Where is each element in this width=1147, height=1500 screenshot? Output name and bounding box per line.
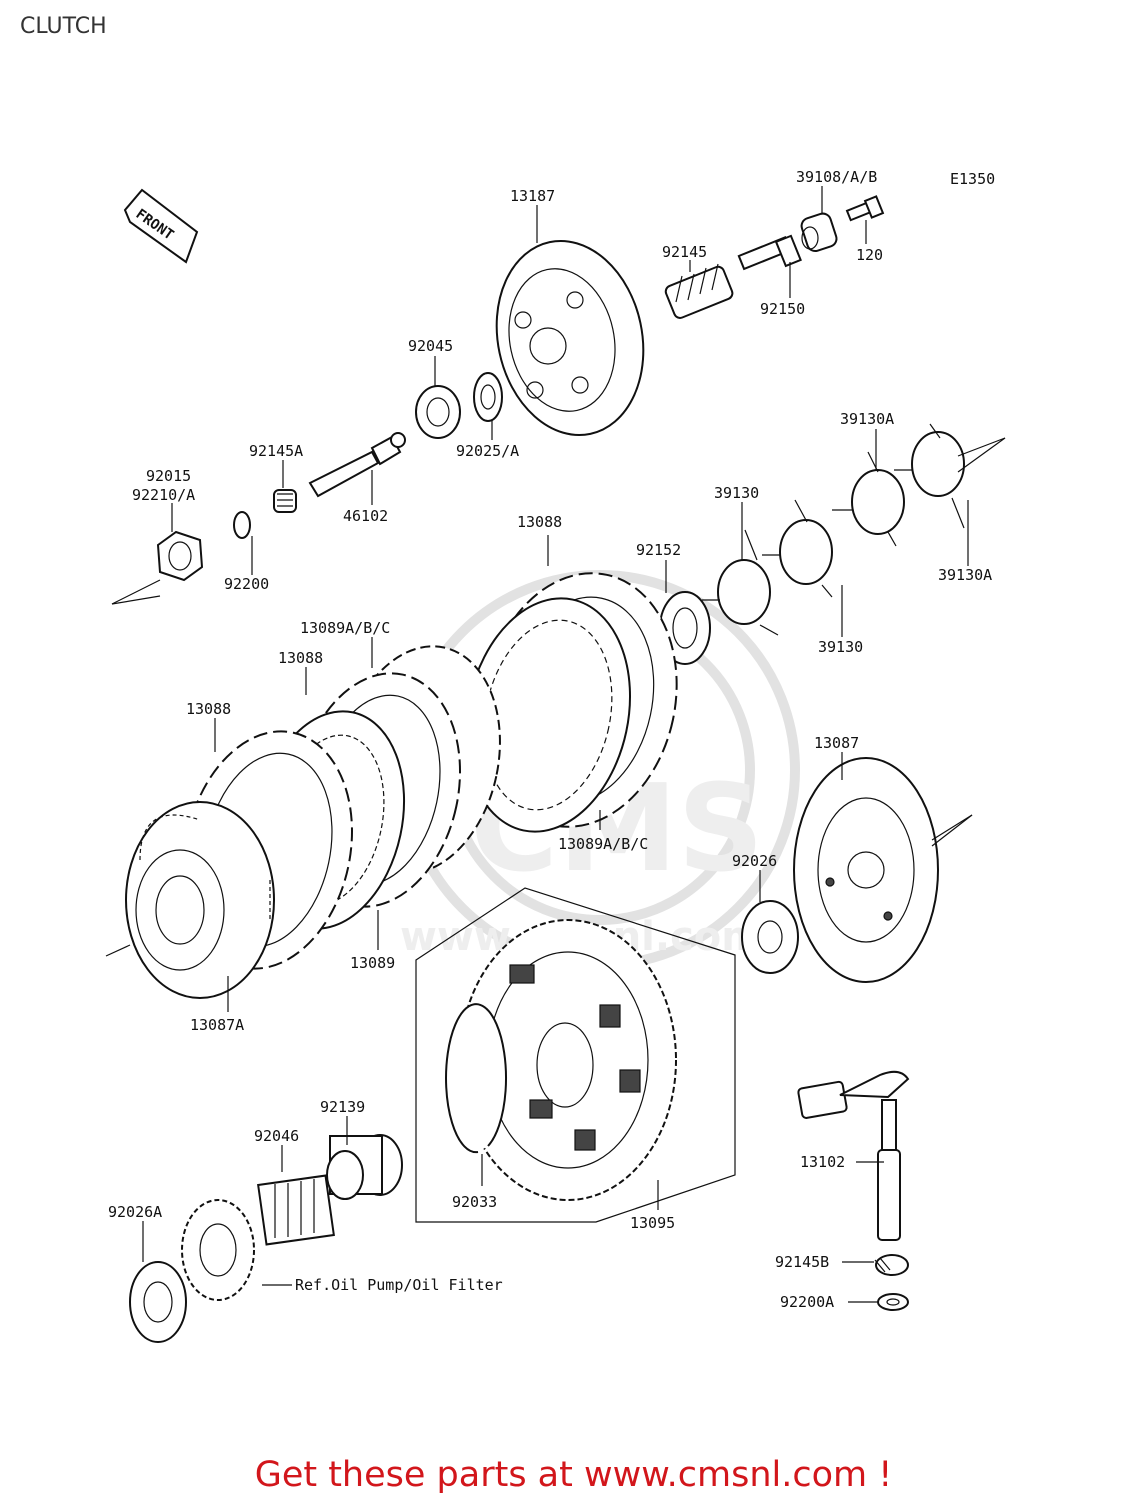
callout-13095: 13095 (630, 1214, 675, 1232)
callout-92145: 92145 (662, 243, 707, 261)
callout-39130-bottom: 39130 (818, 638, 863, 656)
plate-39130-b (762, 499, 833, 598)
callout-92046: 92046 (254, 1127, 299, 1145)
callout-13102: 13102 (800, 1153, 845, 1171)
callout-92026a: 92026A (108, 1203, 162, 1221)
washer-92026a (129, 1261, 187, 1343)
callout-13088-left: 13088 (186, 700, 231, 718)
callout-120: 120 (856, 246, 883, 264)
callout-13089abc-top: 13089A/B/C (300, 619, 390, 637)
callout-92145b: 92145B (775, 1253, 829, 1271)
callout-13089abc-bottom: 13089A/B/C (558, 835, 648, 853)
callout-13088-mid: 13088 (278, 649, 323, 667)
callout-13187: 13187 (510, 187, 555, 205)
callout-39130a-right: 39130A (938, 566, 992, 584)
callout-92045: 92045 (408, 337, 453, 355)
screw-120 (845, 195, 885, 222)
callout-92152: 92152 (636, 541, 681, 559)
plate-39130a-a (832, 451, 905, 547)
callout-92150: 92150 (760, 300, 805, 318)
callout-92015: 92015 (146, 467, 191, 485)
circlip-92033 (445, 1003, 508, 1154)
spring-92145a (273, 489, 297, 513)
cmsnl-footer-link[interactable]: Get these parts at www.cmsnl.com ! (254, 1455, 893, 1495)
page-title: CLUTCH (20, 14, 107, 39)
callout-92200: 92200 (224, 575, 269, 593)
callout-39108: 39108/A/B (796, 168, 877, 186)
plate-39130a-b (894, 423, 965, 529)
callout-92145a: 92145A (249, 442, 303, 460)
pressure-plate-13187 (495, 239, 645, 437)
bearing-92045 (415, 385, 461, 439)
callout-92139: 92139 (320, 1098, 365, 1116)
release-lever-13102 (797, 1070, 910, 1241)
ref-oil-pump-filter: Ref.Oil Pump/Oil Filter (295, 1276, 503, 1294)
plate-13087 (793, 757, 939, 983)
callout-46102: 46102 (343, 507, 388, 525)
callout-13088-top: 13088 (517, 513, 562, 531)
callout-39130a-top: 39130A (840, 410, 894, 428)
diagram-code: E1350 (950, 170, 995, 188)
oil-pump-gear (181, 1199, 255, 1301)
callout-92033: 92033 (452, 1193, 497, 1211)
washer-92200a (877, 1293, 909, 1311)
pushrod-46102 (308, 432, 406, 498)
steel-plate-13089abc-right (464, 597, 632, 833)
washer-92200 (233, 511, 251, 539)
callout-92026: 92026 (732, 852, 777, 870)
needle-bearing-92046 (257, 1174, 335, 1246)
callout-13089: 13089 (350, 954, 395, 972)
callout-13087: 13087 (814, 734, 859, 752)
callout-92210: 92210/A (132, 486, 195, 504)
front-arrow-icon: FRONT (123, 188, 199, 264)
callout-92200a: 92200A (780, 1293, 834, 1311)
bolt-92150 (737, 234, 802, 271)
spring-92145 (664, 263, 734, 319)
collar-39108 (800, 212, 838, 253)
callout-13087a: 13087A (190, 1016, 244, 1034)
callout-92025: 92025/A (456, 442, 519, 460)
plate-39130-a (702, 529, 779, 636)
spring-92145b (874, 1254, 909, 1276)
washer-92026 (741, 900, 799, 974)
clutch-hub-13087a (125, 801, 275, 999)
washer-92025 (473, 372, 503, 422)
callout-39130-top: 39130 (714, 484, 759, 502)
nut-92015 (156, 530, 204, 582)
collar-92139 (326, 1134, 403, 1200)
